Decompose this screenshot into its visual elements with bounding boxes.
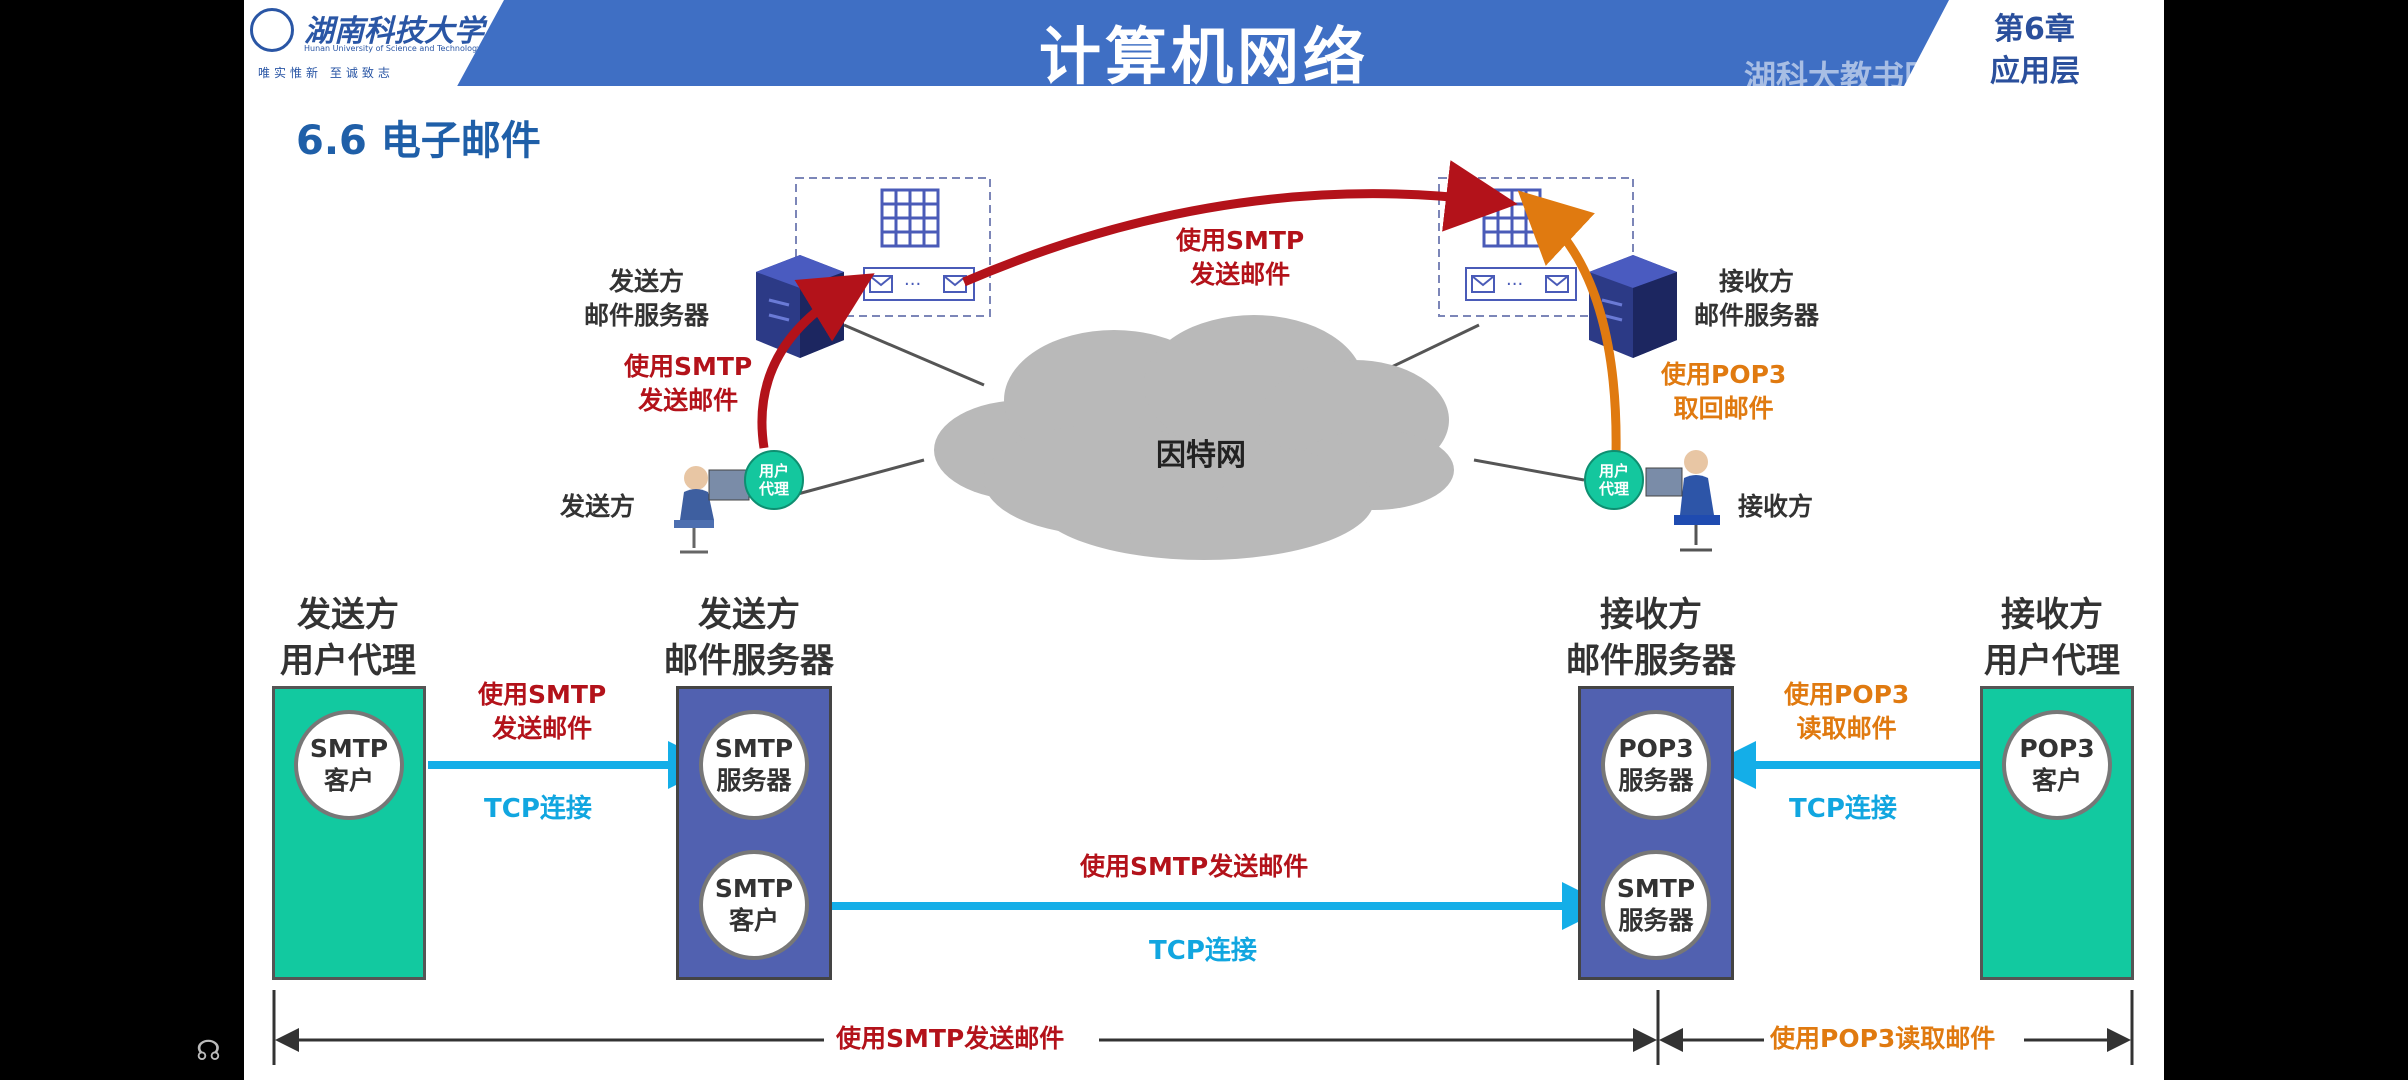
header-corner xyxy=(1904,0,2164,86)
logo-text: 湖南科技大学 xyxy=(304,14,484,49)
logo-english: Hunan University of Science and Technolo… xyxy=(304,44,482,53)
svg-text:···: ··· xyxy=(1506,274,1523,295)
sender-server-title: 发送方邮件服务器 xyxy=(664,595,834,681)
pop3-fetch-arrow xyxy=(1517,190,1621,456)
layer-label: 应用层 xyxy=(1990,54,2080,89)
middle-tcp-label: TCP连接 xyxy=(1149,936,1257,966)
receiver-person-icon xyxy=(1645,450,1720,552)
sender-server-label: 发送方邮件服务器 xyxy=(584,267,710,330)
section-title: 6.6 电子邮件 xyxy=(296,118,541,164)
receiver-user-agent-badge: 用户代理 xyxy=(1584,450,1644,510)
right-tcp-label: TCP连接 xyxy=(1789,794,1897,824)
receiver-label: 接收方 xyxy=(1738,492,1814,521)
header-bar xyxy=(244,0,2164,86)
sender-server-icon xyxy=(756,255,844,358)
side-user-icon: ☊ xyxy=(196,1034,221,1067)
receiver-ua-title: 接收方用户代理 xyxy=(1984,595,2120,681)
receiver-server-label: 接收方邮件服务器 xyxy=(1694,267,1820,330)
emblem-icon xyxy=(250,8,294,52)
smtp-upload-arrow xyxy=(757,273,875,449)
sender-user-agent-badge: 用户代理 xyxy=(744,450,804,510)
logo-motto: 唯实惟新 至诚致志 xyxy=(258,66,394,80)
sender-ua-title: 发送方用户代理 xyxy=(280,595,416,681)
svg-text:···: ··· xyxy=(904,274,921,295)
range-markers xyxy=(272,990,2134,1065)
watermark: 湖科大教书匠 xyxy=(1744,58,1937,96)
chapter-label: 第6章 xyxy=(1994,12,2075,47)
range-pop3-label: 使用POP3读取邮件 xyxy=(1770,1024,1996,1053)
middle-link-label: 使用SMTP发送邮件 xyxy=(1080,852,1309,881)
internet-label: 因特网 xyxy=(1156,438,1246,473)
diagram-canvas: ··· ··· xyxy=(272,160,2134,1065)
university-logo: 湖南科技大学 Hunan University of Science and T… xyxy=(244,0,504,86)
left-tcp-label: TCP连接 xyxy=(484,794,592,824)
internet-cloud xyxy=(934,315,1454,560)
receiver-server-title: 接收方邮件服务器 xyxy=(1566,595,1736,681)
receiver-server-icon xyxy=(1589,255,1677,358)
sender-mailbox xyxy=(795,177,991,317)
receiver-mailbox xyxy=(1438,177,1634,317)
smtp-relay-arrow xyxy=(962,160,1518,287)
range-smtp-label: 使用SMTP发送邮件 xyxy=(836,1024,1065,1053)
sender-person-icon xyxy=(674,466,750,554)
sender-label: 发送方 xyxy=(560,492,636,521)
slide: 湖南科技大学 Hunan University of Science and T… xyxy=(244,0,2164,1080)
course-title: 计算机网络 xyxy=(1038,20,1369,93)
